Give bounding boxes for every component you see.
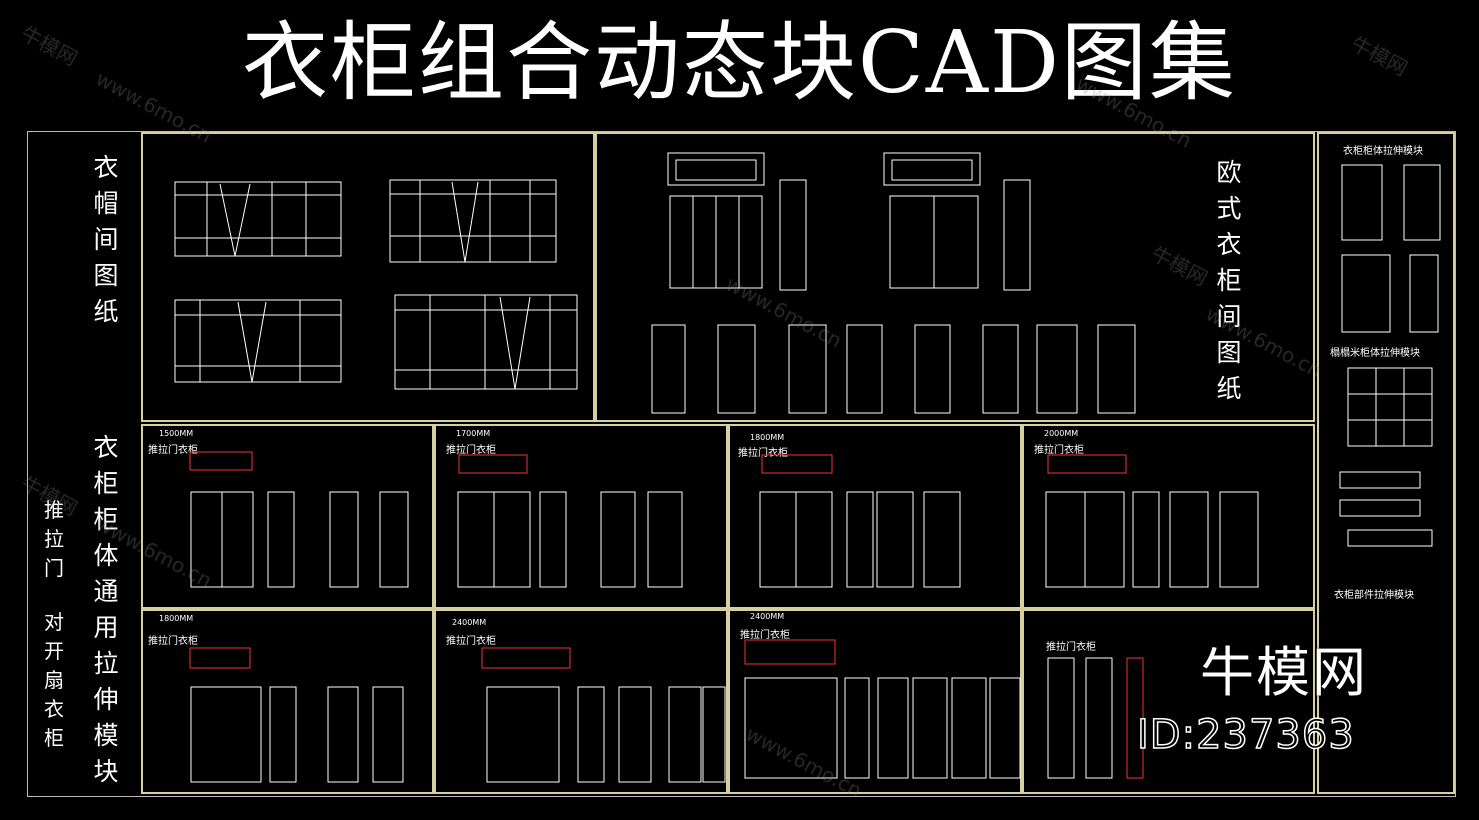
cell-label: 推拉门衣柜: [1046, 642, 1096, 653]
parts-stretch-label: 衣柜部件拉伸模块: [1334, 590, 1414, 601]
right-column-panel: [1317, 132, 1455, 794]
hat-room-panel: [141, 132, 595, 422]
brand-id: ID:237363: [1136, 711, 1355, 759]
wardrobe-cell-3: 1800MM 推拉门衣柜: [728, 424, 1022, 609]
cell-label: 推拉门衣柜: [148, 445, 198, 456]
wardrobe-cell-7: 2400MM 推拉门衣柜: [728, 609, 1022, 794]
cell-size: 2400MM: [750, 612, 785, 621]
cell-size: 1700MM: [456, 429, 491, 438]
hat-room-plans: [174, 179, 578, 390]
wardrobe-cell-drawings: [189, 451, 1259, 783]
euro-label: 欧式衣柜间图纸: [1216, 158, 1242, 403]
wardrobe-cell-4: 2000MM 推拉门衣柜: [1022, 424, 1315, 609]
cell-size: 1500MM: [159, 429, 194, 438]
cell-label: 推拉门衣柜: [1034, 445, 1084, 456]
cell-size: 2400MM: [452, 618, 487, 627]
wardrobe-cell-2: 1700MM 推拉门衣柜: [434, 424, 728, 609]
cell-label: 推拉门衣柜: [740, 630, 790, 641]
cell-label: 推拉门衣柜: [446, 636, 496, 647]
wardrobe-cell-8: 推拉门衣柜: [1022, 609, 1315, 794]
cell-size: 1800MM: [750, 433, 785, 442]
wardrobe-cell-1: 1500MM 推拉门衣柜: [141, 424, 434, 609]
page-title: 衣柜组合动态块CAD图集: [242, 13, 1237, 113]
right-column-modules: [1339, 164, 1441, 547]
cell-size: 1800MM: [159, 614, 194, 623]
wardrobe-cell-5: 1800MM 推拉门衣柜: [141, 609, 434, 794]
cell-label: 推拉门衣柜: [446, 445, 496, 456]
sliding-door-label: 推拉门: [44, 498, 64, 580]
brand-name: 牛模网: [1200, 641, 1368, 704]
euro-panel: [595, 132, 1315, 422]
cell-size: 2000MM: [1044, 429, 1079, 438]
general-module-label: 衣柜柜体通用拉伸模块: [93, 433, 119, 786]
cell-label: 推拉门衣柜: [738, 448, 788, 459]
drawing-frame: [27, 131, 1456, 797]
tatami-stretch-label: 榻榻米柜体拉伸模块: [1330, 348, 1420, 359]
euro-wardrobes: [651, 152, 1136, 414]
wardrobe-cell-6: 2400MM 推拉门衣柜: [434, 609, 728, 794]
cell-label: 推拉门衣柜: [148, 636, 198, 647]
double-door-label: 对开扇衣柜: [44, 610, 64, 750]
hat-room-label: 衣帽间图纸: [93, 153, 119, 326]
cabinet-stretch-label: 衣柜柜体拉伸模块: [1343, 146, 1423, 157]
